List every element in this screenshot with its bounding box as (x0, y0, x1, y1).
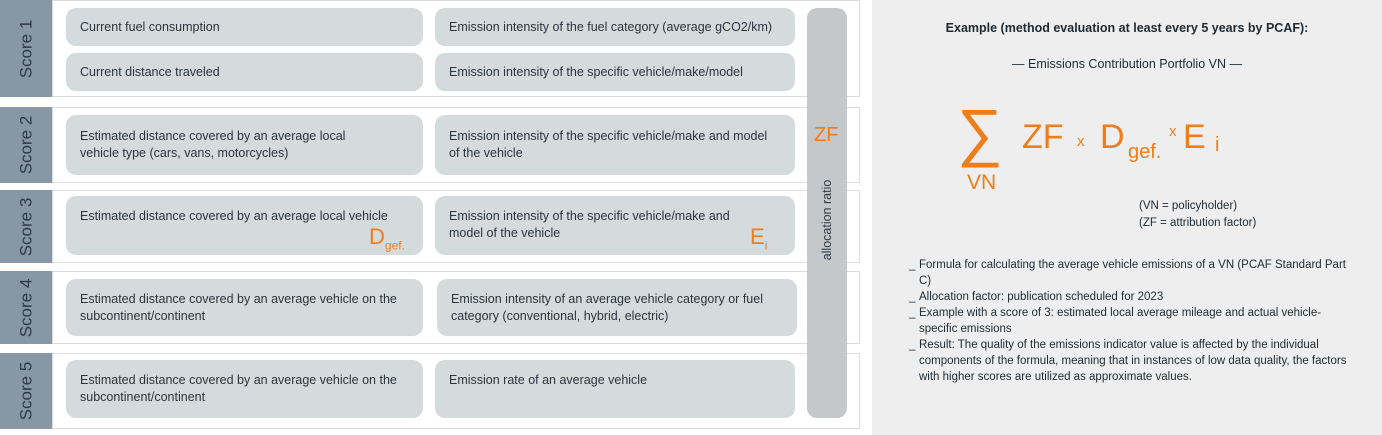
score-3-left-box: Estimated distance covered by an average… (66, 196, 423, 255)
score-1-right-box-2: Emission intensity of the specific vehic… (435, 53, 795, 91)
note-zf: (ZF = attribution factor) (1139, 217, 1257, 229)
example-panel: Example (method evaluation at least ever… (872, 0, 1382, 435)
formula-d-subscript: gef. (1128, 141, 1162, 163)
score-1-left-box-1: Current fuel consumption (66, 8, 423, 46)
bullet-item: _Example with a score of 3: estimated lo… (909, 307, 1322, 335)
score-1-right-box-1: Emission intensity of the fuel category … (435, 8, 795, 46)
score-4-left-box: Estimated distance covered by an average… (66, 279, 423, 336)
note-vn: (VN = policyholder) (1139, 200, 1238, 212)
bullet-item: _Allocation factor: publication schedule… (909, 291, 1164, 303)
allocation-ratio-label: allocation ratio (820, 179, 834, 261)
bullet-item: _Formula for calculating the average veh… (909, 259, 1346, 287)
score-5-left-box: Estimated distance covered by an average… (66, 360, 423, 418)
bullet-item: _Result: The quality of the emissions in… (909, 339, 1347, 383)
score-2-right-box: Emission intensity of the specific vehic… (435, 115, 795, 175)
score-3-d-variable: Dgef. (369, 224, 405, 253)
formula-e: E (1183, 118, 1206, 156)
allocation-ratio-bar (807, 8, 847, 418)
panel-subtitle: — Emissions Contribution Portfolio VN — (1012, 57, 1242, 71)
score-3-label: Score 3 (16, 197, 35, 256)
score-1-left-box-2: Current distance traveled (66, 53, 423, 91)
score-5-tab: Score 5 (0, 353, 52, 429)
score-5-label: Score 5 (16, 361, 35, 421)
score-3-right-box: Emission intensity of the specific vehic… (435, 196, 795, 255)
formula-e-subscript: i (1215, 134, 1220, 156)
score-3-e-variable: Ei (750, 224, 768, 253)
score-4-label: Score 4 (16, 278, 35, 337)
formula-times-1: x (1077, 133, 1085, 150)
allocation-zf-label: ZF (814, 124, 839, 146)
score-4-right-box: Emission intensity of an average vehicle… (437, 279, 797, 336)
score-2-tab: Score 2 (0, 107, 52, 183)
formula-sigma: ∑ (957, 96, 1003, 168)
panel-title: Example (method evaluation at least ever… (945, 21, 1309, 35)
formula-index: VN (967, 171, 997, 194)
formula-d: D (1100, 118, 1125, 156)
score-5-right-box: Emission rate of an average vehicle (435, 360, 795, 418)
bullet-list: _Formula for calculating the average veh… (909, 257, 1359, 385)
formula-zf: ZF (1022, 118, 1064, 156)
formula-times-2: x (1169, 123, 1177, 140)
score-1-tab: Score 1 (0, 0, 52, 97)
score-3-tab: Score 3 (0, 190, 52, 263)
score-2-label: Score 2 (16, 115, 35, 175)
score-1-label: Score 1 (16, 19, 35, 78)
score-4-tab: Score 4 (0, 271, 52, 344)
score-2-left-box: Estimated distance covered by an average… (66, 115, 423, 175)
